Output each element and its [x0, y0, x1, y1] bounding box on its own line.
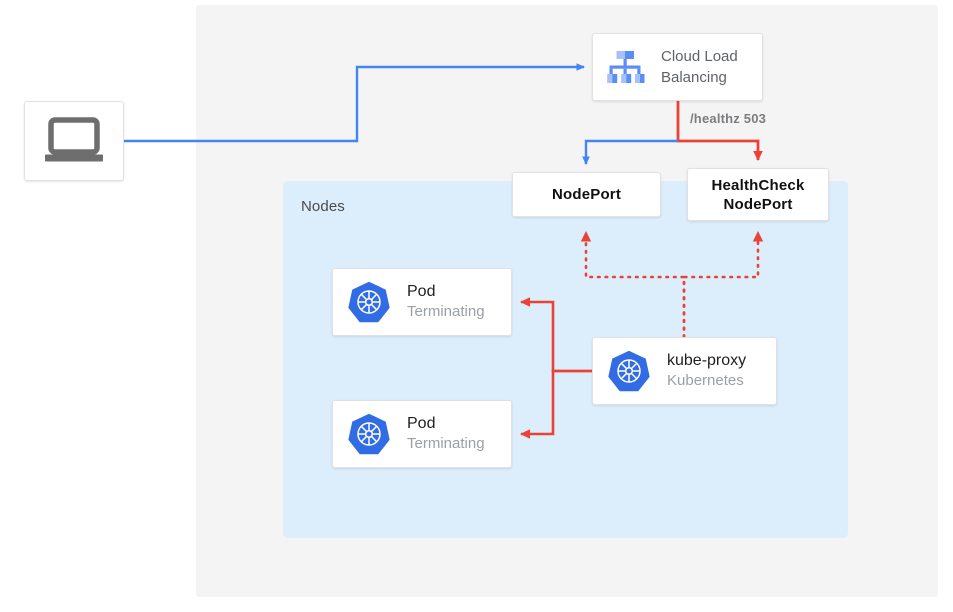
cloud-load-balancing-icon — [607, 51, 645, 83]
laptop-icon — [45, 117, 103, 162]
cloud-load-balancing-label: Cloud Load Balancing — [661, 46, 738, 88]
kube-proxy-card: kube-proxy Kubernetes — [592, 337, 777, 405]
client-laptop-card — [24, 101, 124, 181]
kubernetes-icon — [348, 281, 390, 323]
cloud-load-balancing-card: Cloud Load Balancing — [592, 33, 763, 101]
pod-label-group: Pod Terminating — [407, 282, 485, 322]
pod-card: Pod Terminating — [332, 400, 512, 468]
pod-status: Terminating — [407, 435, 485, 452]
healthcheck-nodeport-label: HealthCheck NodePort — [711, 176, 804, 214]
pod-title: Pod — [407, 415, 436, 432]
pod-title: Pod — [407, 283, 436, 300]
kube-proxy-title: kube-proxy — [667, 352, 747, 369]
healthcheck-nodeport-label-line-1: HealthCheck — [711, 176, 805, 194]
healthcheck-nodeport-card: HealthCheck NodePort — [687, 168, 829, 221]
pod-label-group: Pod Terminating — [407, 414, 485, 454]
pod-card: Pod Terminating — [332, 268, 512, 336]
cloud-load-balancing-title-line-1: Cloud Load — [661, 48, 738, 65]
kube-proxy-subtitle: Kubernetes — [667, 372, 744, 389]
kubernetes-icon — [348, 413, 390, 455]
healthcheck-nodeport-label-line-2: NodePort — [723, 195, 793, 213]
pod-status: Terminating — [407, 303, 485, 320]
kube-proxy-label-group: kube-proxy Kubernetes — [667, 351, 746, 391]
healthz-status-label: /healthz 503 — [690, 111, 767, 126]
nodes-region-label: Nodes — [301, 198, 345, 215]
nodeport-label: NodePort — [551, 186, 622, 203]
cloud-load-balancing-title-line-2: Balancing — [661, 69, 727, 86]
nodeport-card: NodePort — [512, 172, 661, 217]
kubernetes-icon — [608, 350, 650, 392]
